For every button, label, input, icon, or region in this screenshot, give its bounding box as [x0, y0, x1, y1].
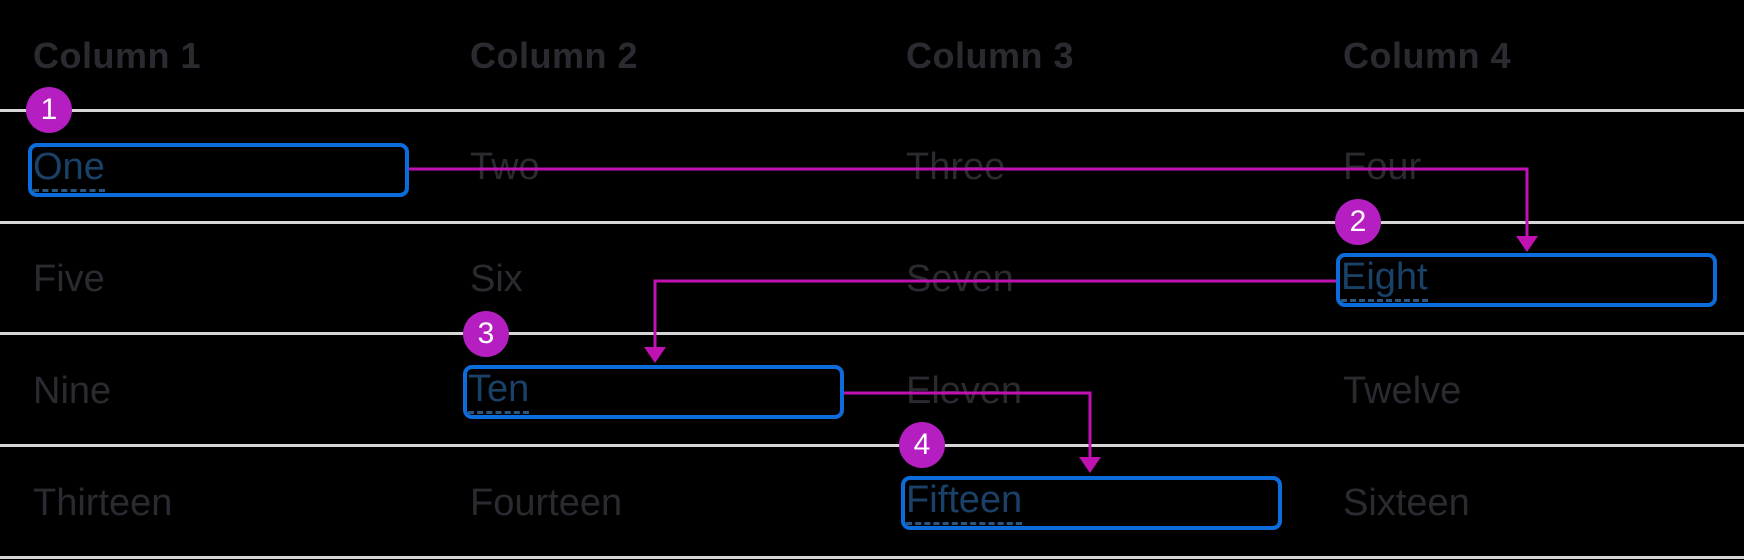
focused-cell-eight[interactable]: Eight — [1336, 253, 1717, 307]
flow-arrow-ten-to-fifteen — [843, 391, 1101, 473]
table-cell-nine: Nine — [33, 369, 112, 412]
cell-link-one[interactable]: One — [33, 147, 105, 193]
table-cell-two: Two — [470, 145, 540, 188]
row-separator — [0, 109, 1744, 112]
focused-cell-fifteen[interactable]: Fifteen — [901, 476, 1282, 530]
table-cell-sixteen: Sixteen — [1343, 481, 1470, 524]
table-cell-six: Six — [470, 257, 523, 300]
flow-arrow-eight-to-ten — [644, 279, 1336, 363]
step-badge-2: 2 — [1335, 199, 1381, 245]
row-separator — [0, 556, 1744, 559]
column-header-1: Column 1 — [33, 34, 202, 76]
table-cell-seven: Seven — [906, 257, 1014, 300]
row-separator — [0, 332, 1744, 335]
row-separator — [0, 444, 1744, 447]
step-badge-1: 1 — [26, 87, 72, 133]
table-cell-five: Five — [33, 257, 105, 300]
table-cell-thirteen: Thirteen — [33, 481, 173, 524]
column-header-3: Column 3 — [906, 34, 1075, 76]
cell-link-fifteen[interactable]: Fifteen — [906, 480, 1023, 526]
focused-cell-ten[interactable]: Ten — [463, 365, 844, 419]
table-cell-three: Three — [906, 145, 1006, 188]
column-header-2: Column 2 — [470, 34, 639, 76]
cell-link-eight[interactable]: Eight — [1341, 257, 1428, 303]
focused-cell-one[interactable]: One — [28, 143, 409, 197]
cell-link-ten[interactable]: Ten — [468, 369, 530, 415]
table-cell-four: Four — [1343, 145, 1422, 188]
table-cell-eleven: Eleven — [906, 369, 1023, 412]
column-header-4: Column 4 — [1343, 34, 1512, 76]
table-cell-twelve: Twelve — [1343, 369, 1462, 412]
table-cell-fourteen: Fourteen — [470, 481, 623, 524]
step-badge-3: 3 — [463, 311, 509, 357]
row-separator — [0, 221, 1744, 224]
flow-arrow-one-to-eight — [407, 167, 1538, 252]
step-badge-4: 4 — [899, 422, 945, 468]
